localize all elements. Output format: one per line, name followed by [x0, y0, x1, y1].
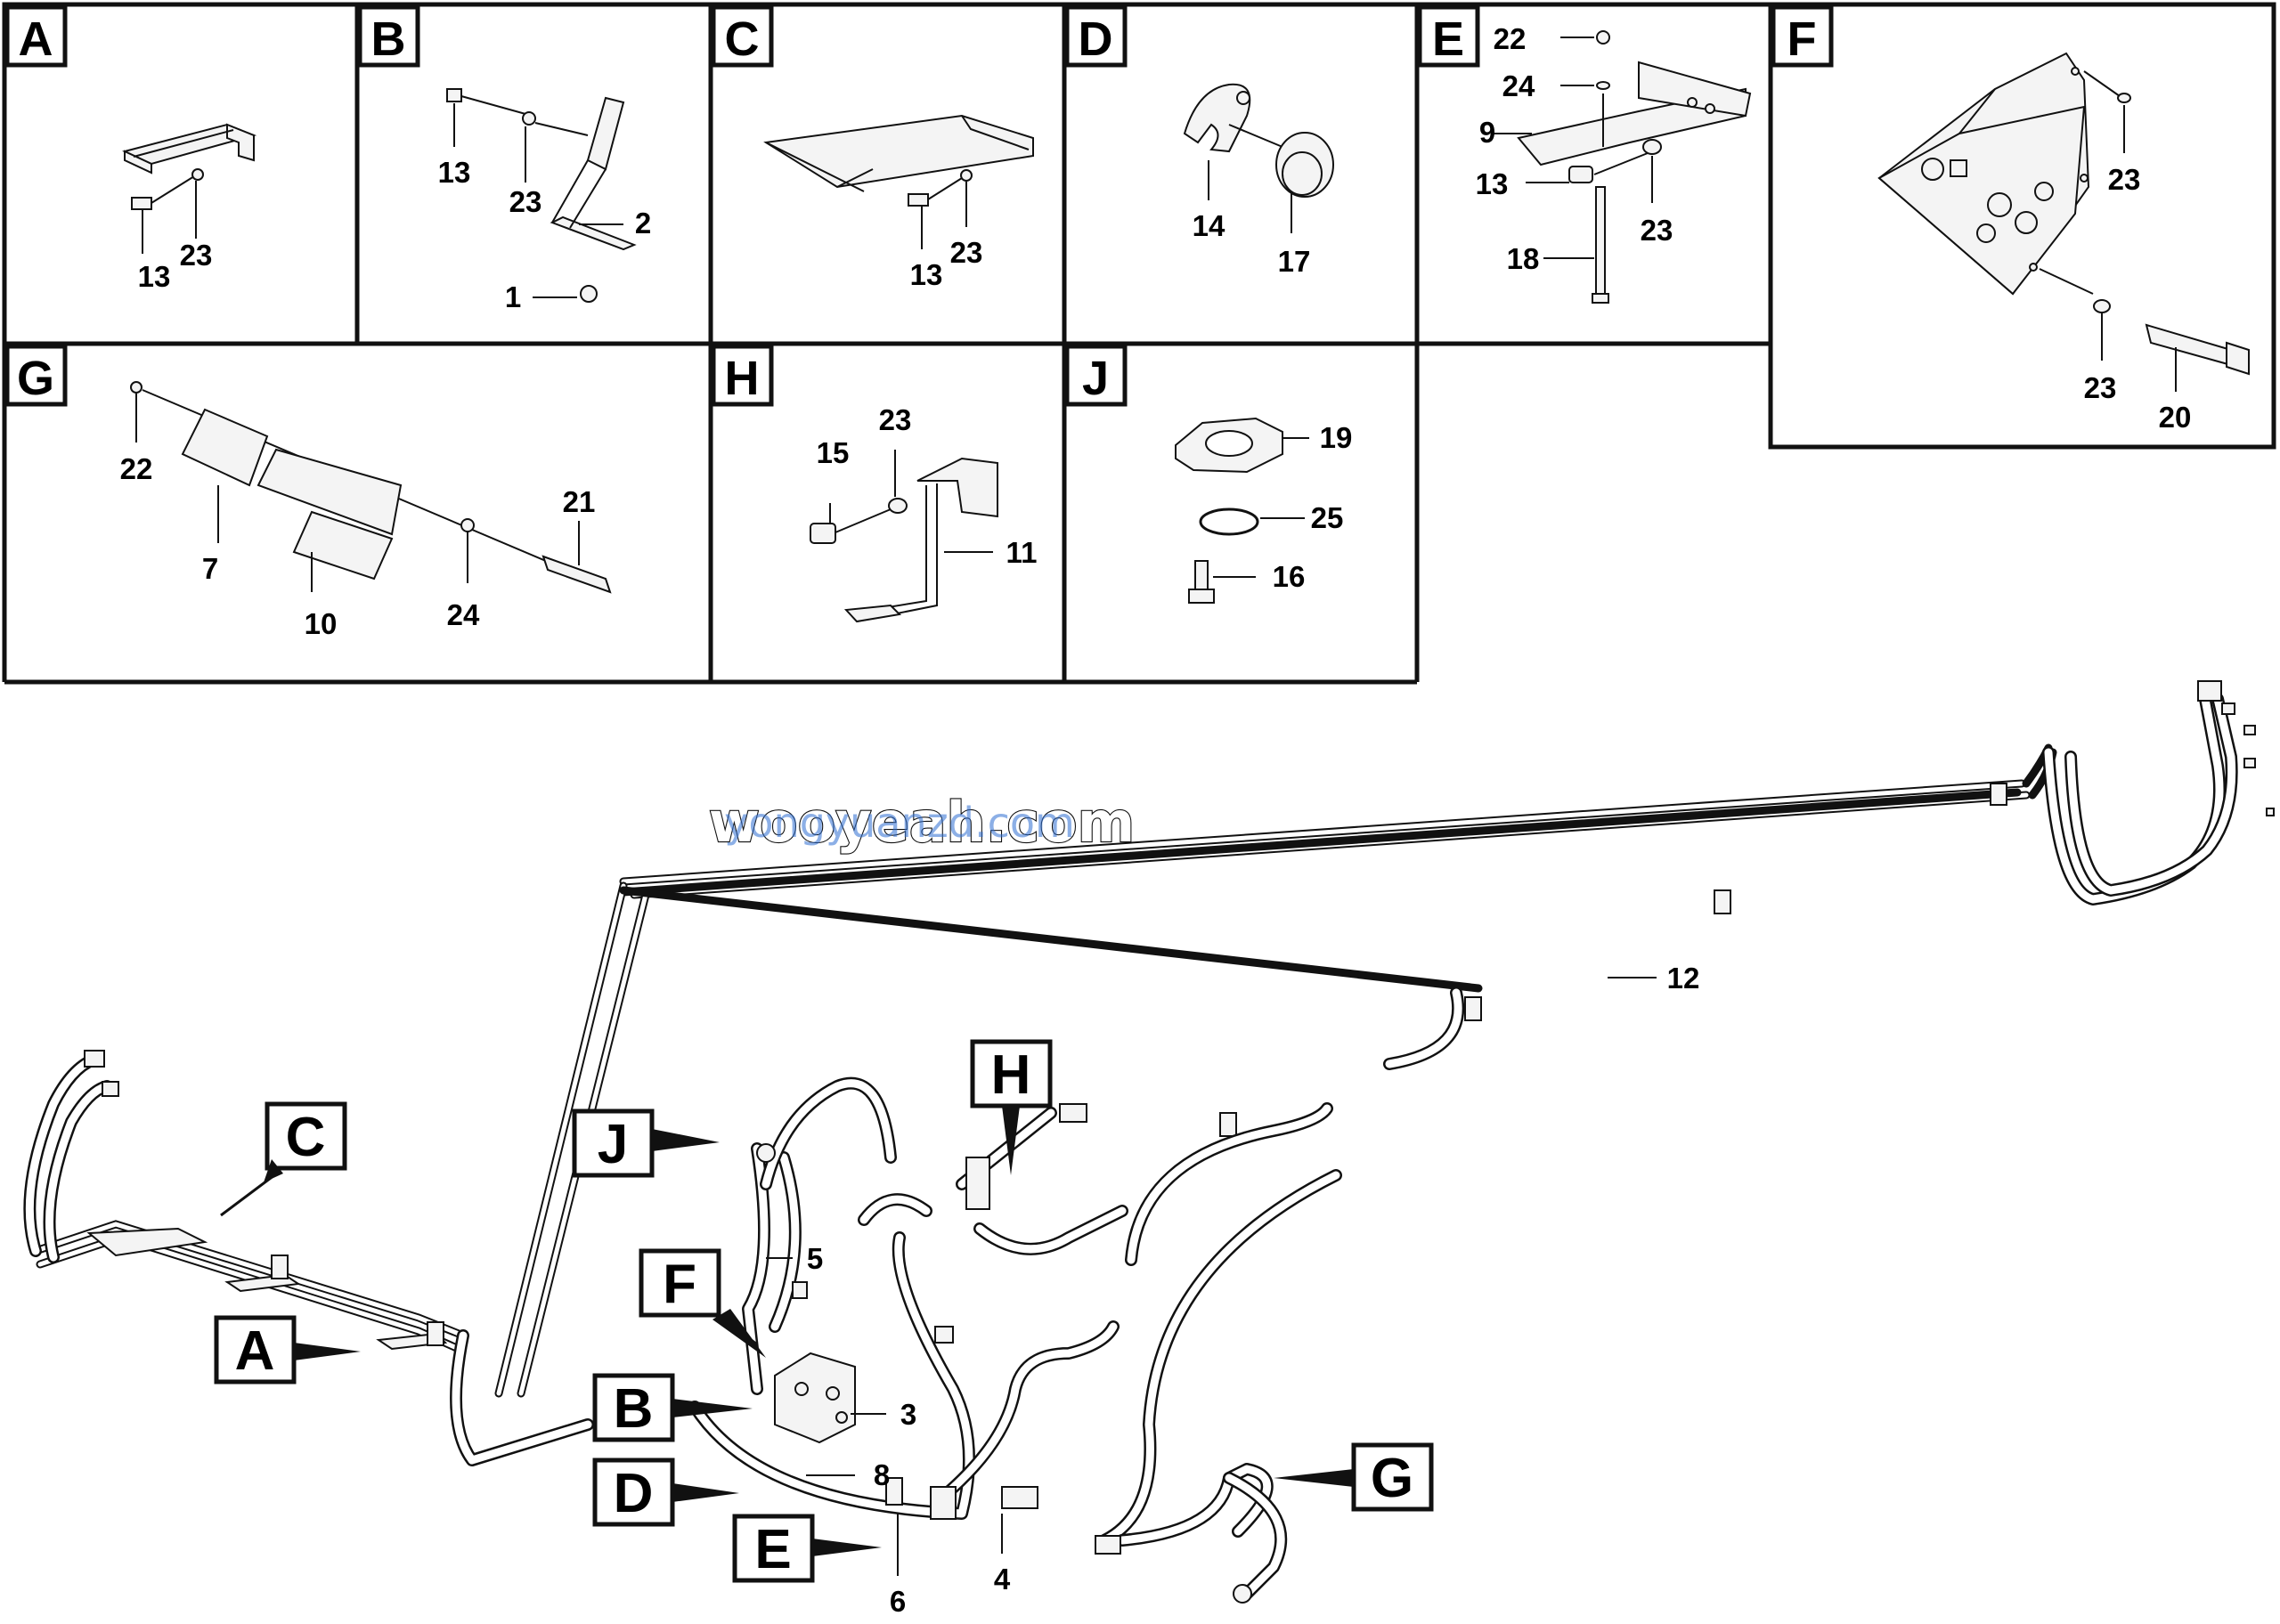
- ref-box-g: G: [1274, 1442, 1434, 1512]
- right-end-hoses: [1219, 680, 2275, 1137]
- ref-box-h: H: [970, 1039, 1053, 1175]
- svg-text:G: G: [1371, 1448, 1413, 1509]
- callout-18: 18: [1507, 242, 1540, 275]
- callout-11: 11: [1006, 536, 1038, 569]
- callout-19: 19: [1320, 421, 1353, 454]
- watermark: wooyeah.com yongyuanzd.com: [708, 789, 1136, 856]
- svg-text:J: J: [1082, 352, 1109, 405]
- panel-letter-g: G: [4, 344, 68, 407]
- callout-23: 23: [1641, 214, 1673, 247]
- ref-box-j: J: [572, 1108, 720, 1178]
- callout-16: 16: [1273, 560, 1306, 593]
- svg-text:B: B: [371, 12, 406, 66]
- panel-a-clip-drawing: 13 23: [122, 123, 257, 293]
- callout-8: 8: [806, 1458, 890, 1491]
- svg-text:C: C: [725, 12, 760, 66]
- callout-9: 9: [1479, 116, 1495, 149]
- callout-20: 20: [2159, 401, 2192, 434]
- panel-d-clamp-drawing: 14 17: [1183, 83, 1334, 278]
- ref-box-c: C: [220, 1101, 347, 1217]
- center-hoses: [688, 987, 1465, 1604]
- svg-text:C: C: [286, 1107, 326, 1168]
- svg-text:yongyuanzd.com: yongyuanzd.com: [724, 799, 1075, 847]
- ref-box-d: D: [592, 1458, 739, 1527]
- panel-f-valve-block-drawing: 23 23 20: [1877, 52, 2250, 434]
- callout-14: 14: [1193, 209, 1226, 242]
- svg-text:G: G: [17, 352, 54, 405]
- callout-21: 21: [563, 485, 596, 518]
- panel-c-clip-drawing: 13 23: [763, 114, 1034, 291]
- svg-text:F: F: [1787, 12, 1817, 66]
- svg-text:6: 6: [890, 1585, 906, 1618]
- callout-6: 6: [890, 1514, 906, 1618]
- callout-4: 4: [994, 1514, 1011, 1596]
- panel-b-bracket-drawing: 13 23 2 1: [438, 88, 651, 313]
- callout-17: 17: [1278, 245, 1311, 278]
- ref-box-e: E: [732, 1514, 882, 1583]
- panel-e-bracket-drawing: 22 24 9 13 23 18: [1476, 22, 1752, 304]
- svg-text:3: 3: [900, 1398, 916, 1431]
- callout-23: 23: [879, 403, 912, 436]
- panel-letter-e: E: [1417, 4, 1480, 68]
- svg-text:E: E: [1432, 12, 1464, 66]
- callout-3: 3: [851, 1398, 916, 1431]
- callout-15: 15: [817, 436, 850, 469]
- panel-j-flange-drawing: 19 25 16: [1175, 417, 1353, 604]
- svg-text:H: H: [991, 1044, 1031, 1106]
- svg-text:5: 5: [807, 1242, 823, 1275]
- ref-box-b: B: [592, 1373, 753, 1442]
- panel-letter-h: H: [711, 344, 774, 407]
- callout-13: 13: [1476, 167, 1509, 200]
- callout-23: 23: [180, 239, 213, 272]
- svg-text:12: 12: [1667, 962, 1700, 995]
- svg-text:H: H: [725, 352, 760, 405]
- svg-text:J: J: [598, 1114, 628, 1175]
- svg-text:D: D: [1079, 12, 1113, 66]
- left-end-pipes: [23, 1050, 594, 1466]
- svg-text:F: F: [663, 1254, 696, 1315]
- panel-g-clamp-drawing: 22 7 10 24 21: [120, 381, 612, 640]
- panel-letter-c: C: [711, 4, 774, 68]
- pipe-12: [494, 743, 2057, 1398]
- callout-13: 13: [910, 258, 943, 291]
- callout-25: 25: [1311, 501, 1344, 534]
- callout-2: 2: [635, 207, 651, 240]
- callout-7: 7: [202, 552, 218, 585]
- svg-text:wooyeah.com: wooyeah.com: [709, 790, 1135, 855]
- callout-13: 13: [438, 156, 471, 189]
- callout-23: 23: [2084, 371, 2117, 404]
- callout-23: 23: [2108, 163, 2141, 196]
- svg-text:D: D: [614, 1463, 654, 1524]
- callout-10: 10: [305, 607, 338, 640]
- callout-23: 23: [950, 236, 983, 269]
- callout-22: 22: [1494, 22, 1527, 55]
- panel-letter-f: F: [1771, 4, 1834, 68]
- svg-text:8: 8: [874, 1458, 890, 1491]
- svg-text:B: B: [614, 1378, 654, 1440]
- ref-box-a: A: [214, 1315, 361, 1384]
- callout-13: 13: [138, 260, 171, 293]
- callout-22: 22: [120, 452, 153, 485]
- svg-text:A: A: [19, 12, 53, 66]
- callout-12: 12: [1608, 962, 1699, 995]
- panel-letter-j: J: [1064, 344, 1128, 407]
- svg-text:4: 4: [994, 1563, 1011, 1596]
- main-assembly-view: wooyeah.com yongyuanzd.com C A J F: [23, 680, 2275, 1618]
- svg-text:A: A: [235, 1320, 275, 1382]
- panel-letter-d: D: [1064, 4, 1128, 68]
- callout-23: 23: [509, 185, 542, 218]
- callout-5: 5: [766, 1242, 823, 1275]
- callout-1: 1: [505, 280, 521, 313]
- detail-panel-grid: [2, 2, 2276, 685]
- panel-letter-a: A: [4, 4, 68, 68]
- callout-24: 24: [447, 598, 480, 631]
- svg-text:E: E: [754, 1519, 791, 1580]
- panel-h-bracket-drawing: 15 23 11: [810, 403, 1038, 623]
- ref-box-f: F: [639, 1248, 766, 1358]
- callout-24: 24: [1502, 69, 1535, 102]
- panel-letter-b: B: [357, 4, 420, 68]
